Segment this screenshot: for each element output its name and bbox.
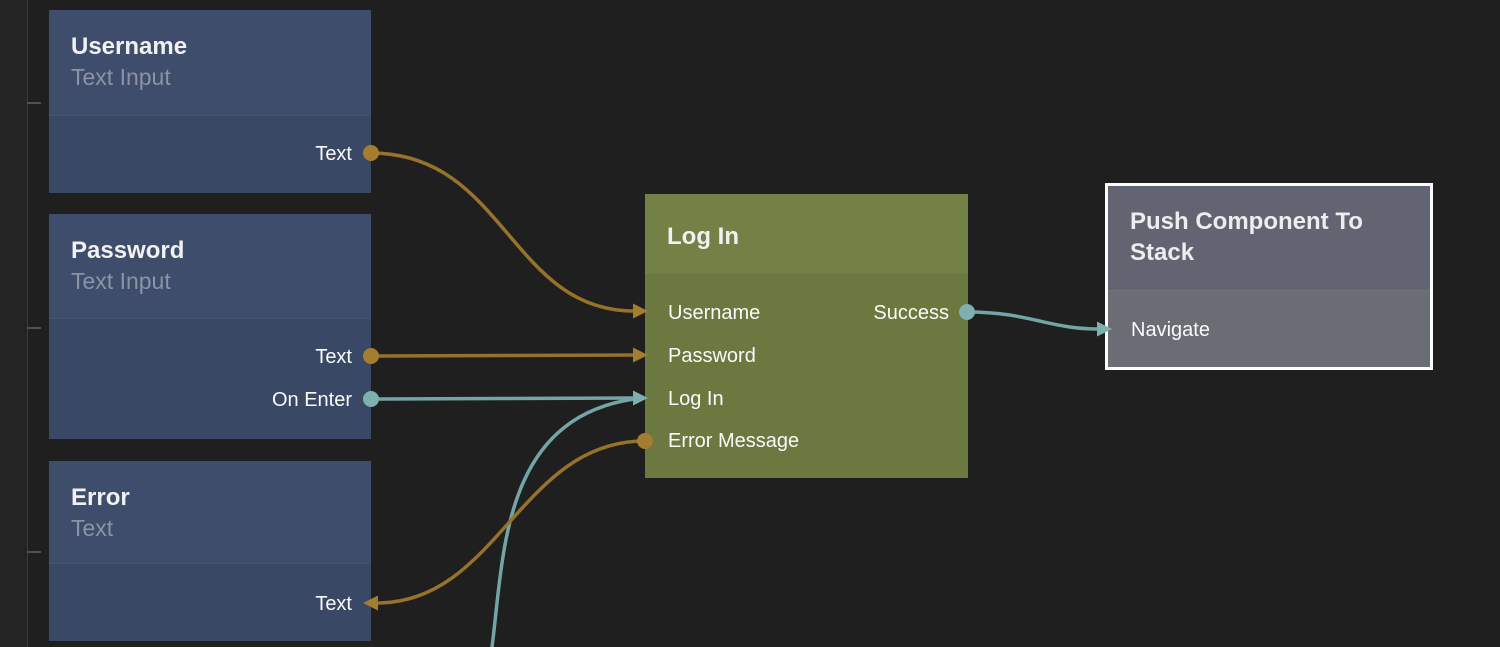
port-error-text-input[interactable]: Text (49, 590, 371, 618)
wire-password-onenter-to-login-login[interactable] (370, 396, 635, 401)
port-label: Text (315, 593, 352, 615)
node-title: Log In (667, 223, 739, 250)
port-login-password-input[interactable]: Password (645, 342, 968, 370)
ruler-strip (0, 0, 27, 647)
node-username-header: Username Text Input (49, 10, 371, 115)
port-login-errormessage-output[interactable]: Error Message (645, 427, 968, 455)
wire-password-text-to-login-password[interactable] (370, 353, 635, 358)
node-error-header: Error Text (49, 461, 371, 563)
node-password-body: Text On Enter (49, 318, 371, 439)
node-username-body: Text (49, 115, 371, 193)
wire-username-text-to-login-username[interactable] (370, 151, 635, 313)
port-login-success-output[interactable]: Success (645, 299, 968, 327)
node-password[interactable]: Password Text Input Text On Enter (49, 214, 371, 439)
ruler-line (27, 0, 28, 647)
port-password-text-output[interactable]: Text (49, 343, 371, 371)
port-label: Text (315, 143, 352, 165)
ruler-tick (27, 102, 41, 104)
node-password-header: Password Text Input (49, 214, 371, 318)
ruler-tick (27, 551, 41, 553)
ruler-tick (27, 327, 41, 329)
port-label: Error Message (668, 430, 800, 452)
port-label: Success (873, 302, 949, 324)
node-title: Push Component To Stack (1130, 208, 1363, 266)
node-username[interactable]: Username Text Input Text (49, 10, 371, 193)
port-password-onenter-output[interactable]: On Enter (49, 386, 371, 414)
node-title: Error (71, 484, 130, 511)
node-login-body: Username Password Log In Error Message S… (645, 273, 968, 478)
node-subtitle: Text Input (71, 268, 171, 294)
node-push-component-to-stack[interactable]: Push Component To Stack Navigate (1105, 183, 1433, 370)
node-subtitle: Text Input (71, 64, 171, 90)
port-label: Text (315, 346, 352, 368)
port-label: On Enter (271, 389, 352, 411)
port-label: Navigate (1131, 319, 1210, 341)
node-push-body: Navigate (1108, 290, 1430, 367)
port-label: Password (668, 345, 756, 367)
port-push-navigate-input[interactable]: Navigate (1108, 316, 1430, 344)
wire-offscreen-to-login-login[interactable] (489, 397, 635, 647)
port-username-text-output[interactable]: Text (49, 140, 371, 168)
wire-login-errormessage-to-error-text[interactable] (376, 439, 646, 605)
node-title: Username (71, 33, 188, 60)
node-login-header: Log In (645, 194, 968, 273)
wire-login-success-to-push-navigate[interactable] (966, 310, 1100, 331)
node-error-body: Text (49, 563, 371, 641)
port-label: Username (668, 302, 761, 324)
node-login[interactable]: Log In Username Password Log In Error Me… (645, 194, 968, 478)
port-label: Log In (668, 388, 724, 410)
node-error[interactable]: Error Text Text (49, 461, 371, 641)
node-push-header: Push Component To Stack (1108, 186, 1430, 290)
node-title: Password (71, 237, 185, 264)
port-login-username-input[interactable]: Username (645, 299, 968, 327)
node-subtitle: Text (71, 515, 114, 541)
port-login-login-input[interactable]: Log In (645, 385, 968, 413)
